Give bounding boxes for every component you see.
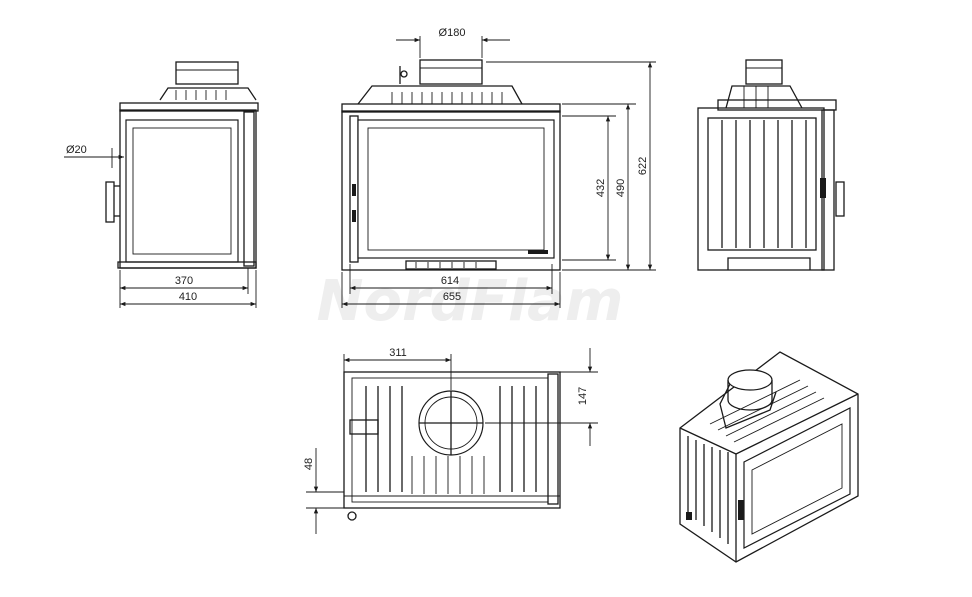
top-view-dims: 311 147 48: [303, 347, 598, 534]
side-view-right: [697, 59, 845, 271]
side-view-left-dims: Ø20 370 410: [64, 144, 257, 308]
width-outer-front: 655: [443, 291, 461, 303]
depth-147: 147: [577, 387, 589, 405]
side-view-left: [105, 61, 259, 269]
handle-dimension: Ø20: [66, 144, 87, 156]
width-inner-side: 370: [175, 275, 193, 287]
top-view: [343, 371, 561, 521]
isometric-view: [679, 351, 859, 563]
width-inner-front: 614: [441, 275, 459, 287]
depth-48: 48: [303, 458, 315, 470]
height-dims: 432 490 622: [486, 61, 656, 271]
height-490: 490: [615, 179, 627, 197]
flue-dimension: Ø180: [439, 27, 466, 39]
height-432: 432: [595, 179, 607, 197]
height-622: 622: [637, 157, 649, 175]
watermark: NordFlam: [317, 269, 624, 334]
front-view: [341, 59, 561, 271]
offset-311: 311: [389, 347, 407, 359]
front-view-dims: Ø180 614 655: [341, 27, 561, 308]
width-outer-side: 410: [179, 291, 197, 303]
